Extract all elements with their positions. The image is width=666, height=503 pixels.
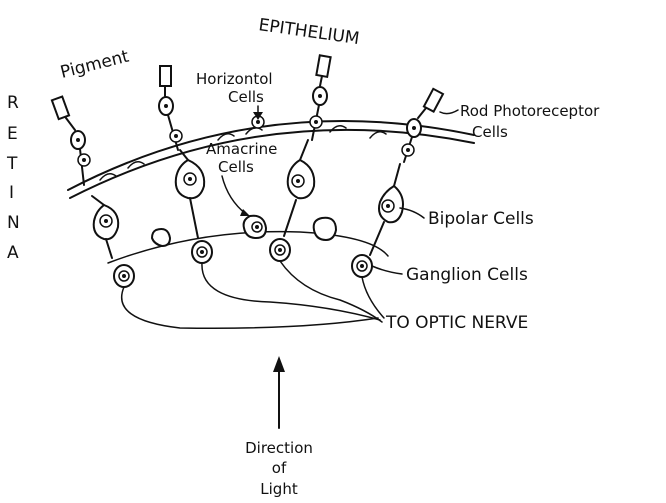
svg-text:Bipolar Cells: Bipolar Cells xyxy=(428,209,534,229)
svg-text:I: I xyxy=(9,183,14,203)
svg-text:Light: Light xyxy=(260,480,298,498)
ganglion-cells-label: Ganglion Cells xyxy=(372,265,528,285)
ganglion-cells xyxy=(114,239,372,287)
retina-vertical-label: R E T I N A xyxy=(6,93,20,263)
bipolar-cell-2 xyxy=(176,150,204,238)
svg-text:Cells: Cells xyxy=(472,123,508,141)
svg-text:Amacrine: Amacrine xyxy=(206,140,277,158)
svg-text:Rod Photoreceptor: Rod Photoreceptor xyxy=(460,102,600,120)
svg-text:Direction: Direction xyxy=(245,439,313,457)
amacrine-cells-label: Amacrine Cells xyxy=(206,140,277,216)
svg-text:TO OPTIC NERVE: TO OPTIC NERVE xyxy=(385,313,528,333)
rod-photoreceptor-1 xyxy=(52,97,90,185)
rod-photoreceptor-3 xyxy=(310,55,331,140)
svg-text:Ganglion Cells: Ganglion Cells xyxy=(406,265,528,285)
svg-text:R: R xyxy=(7,93,19,113)
svg-text:E: E xyxy=(7,124,18,144)
svg-text:T: T xyxy=(6,154,18,174)
svg-text:A: A xyxy=(7,243,19,263)
horizontal-cells-label: Horizontol Cells xyxy=(196,70,273,120)
light-direction-label: Direction of Light xyxy=(245,439,313,498)
svg-text:Cells: Cells xyxy=(218,158,254,176)
svg-text:Cells: Cells xyxy=(228,88,264,106)
rod-photoreceptor-label: Rod Photoreceptor Cells xyxy=(440,102,600,141)
pigment-label: Pigment xyxy=(58,46,131,82)
bipolar-cells-label: Bipolar Cells xyxy=(400,208,534,229)
svg-text:EPITHELIUM: EPITHELIUM xyxy=(257,15,360,49)
optic-nerve-label: TO OPTIC NERVE xyxy=(385,313,528,333)
bipolar-cell-3 xyxy=(284,140,314,236)
rod-photoreceptor-2 xyxy=(159,66,182,150)
epithelium-label: EPITHELIUM xyxy=(257,15,360,49)
bipolar-cell-1 xyxy=(92,196,118,258)
bipolar-cell-4 xyxy=(370,164,403,255)
light-direction-arrow xyxy=(273,356,285,428)
svg-text:of: of xyxy=(272,459,287,477)
svg-text:Horizontol: Horizontol xyxy=(196,70,273,88)
optic-nerve-fibers xyxy=(122,261,384,328)
svg-text:N: N xyxy=(7,213,20,233)
